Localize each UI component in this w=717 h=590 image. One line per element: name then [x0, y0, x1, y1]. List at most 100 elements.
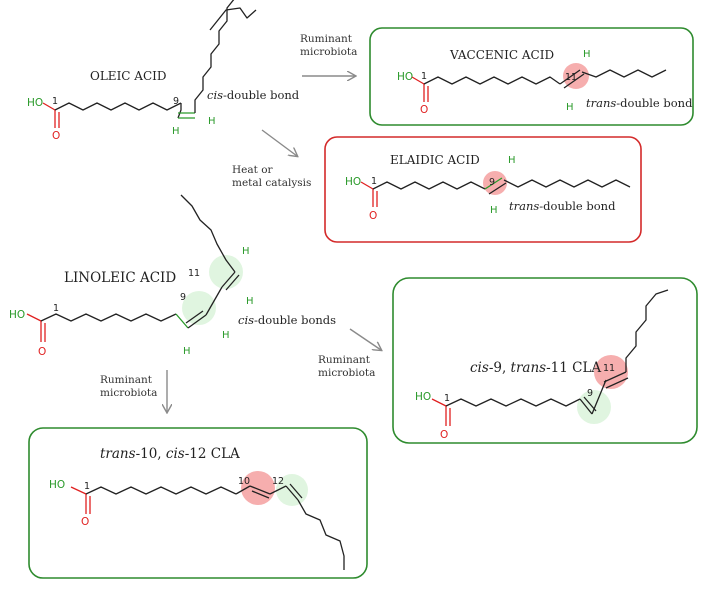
- vaccenic-h2-label: H: [566, 102, 574, 113]
- t10c12-title-p4: -12 CLA: [185, 446, 240, 462]
- vaccenic-bond-rest: -double bond: [616, 96, 693, 110]
- oleic-h2-label: H: [208, 116, 216, 127]
- c9t11-double-bond-11b: [605, 377, 629, 389]
- c9t11-c1-label: 1: [444, 393, 450, 404]
- elaidic-bond-italic: trans: [509, 199, 539, 213]
- linoleic-double-bond-9: [187, 314, 207, 329]
- arrow4-label-line2: microbiota: [100, 387, 157, 399]
- t10c12-cla-box: trans-10, cis-12 CLA HO 1 O 10 12: [28, 427, 368, 579]
- t10c12-title: trans-10, cis-12 CLA: [100, 446, 240, 462]
- elaidic-ho-label: HO: [345, 176, 361, 188]
- c9t11-double-bond-9: [579, 398, 593, 415]
- c9t11-c9-label: 9: [587, 388, 593, 399]
- t10c12-double-bond-12b: [289, 483, 303, 499]
- vaccenic-acid-box: VACCENIC ACID HO 1 O 11 H H trans-double…: [369, 27, 694, 126]
- arrow-heat-to-elaidic: Heat or metal catalysis: [232, 129, 311, 189]
- t10c12-double-bond-12: [285, 485, 299, 501]
- elaidic-o-label: O: [369, 210, 377, 222]
- c9t11-c11-label: 11: [603, 363, 615, 374]
- linoleic-h1-label: H: [242, 246, 250, 257]
- t10c12-double-bond-10: [249, 485, 271, 495]
- t10c12-title-p1: trans: [100, 446, 136, 462]
- linoleic-title: LINOLEIC ACID: [64, 270, 176, 286]
- c9t11-o-label: O: [440, 429, 448, 441]
- linoleic-chain-1: [40, 313, 177, 322]
- vaccenic-ho-label: HO: [397, 71, 413, 83]
- arrow4-label-line1: Ruminant: [100, 374, 153, 386]
- elaidic-c9-label: 9: [489, 177, 495, 188]
- c9t11-highlight-green: [577, 390, 611, 424]
- elaidic-bond-label: trans-double bond: [509, 199, 616, 213]
- linoleic-h2-label: H: [246, 296, 254, 307]
- arrow1-label-line2: microbiota: [300, 46, 357, 58]
- arrow-ruminant-to-t10c12: Ruminant microbiota: [100, 370, 167, 412]
- arrow2-label-line2: metal catalysis: [232, 177, 311, 189]
- arrow2-label-line1: Heat or: [232, 164, 274, 176]
- oleic-c9-label: 9: [173, 96, 179, 107]
- linoleic-c9-bond-link: [175, 313, 189, 329]
- linoleic-double-bond-12b: [225, 274, 240, 291]
- oleic-chain-1: [54, 102, 182, 111]
- elaidic-oh-bond: [360, 181, 374, 190]
- linoleic-h4-label: H: [222, 330, 230, 341]
- linoleic-c1-label: 1: [53, 303, 59, 314]
- vaccenic-o-label: O: [420, 104, 428, 116]
- c9t11-title: cis-9, trans-11 CLA: [470, 360, 601, 376]
- vaccenic-bond-label: trans-double bond: [586, 96, 693, 110]
- c9t11-highlight-red: [594, 355, 628, 389]
- linoleic-highlight-c9: [182, 291, 216, 325]
- oleic-bond-italic: cis: [207, 88, 223, 102]
- elaidic-acid-box: ELAIDIC ACID HO 1 O 9 H H trans-double b…: [324, 136, 642, 243]
- linoleic-oh-bond: [26, 313, 42, 322]
- t10c12-c1-label: 1: [84, 481, 90, 492]
- arrow-ruminant-to-c9t11: Ruminant microbiota: [318, 328, 381, 379]
- vaccenic-c11-label: 11: [565, 72, 577, 83]
- vaccenic-box-border: [369, 27, 694, 126]
- t10c12-double-bond-10b: [251, 490, 270, 499]
- t10c12-c12-label: 12: [272, 476, 284, 487]
- linoleic-h3-label: H: [183, 346, 191, 357]
- c9t11-link: [591, 379, 607, 415]
- linoleic-c9-label: 9: [180, 292, 186, 303]
- elaidic-c1-label: 1: [371, 176, 377, 187]
- elaidic-h1-label: H: [508, 155, 516, 166]
- oleic-acid-title: OLEIC ACID: [90, 69, 167, 83]
- c9t11-cla-box: cis-9, trans-11 CLA HO 1 O 9 11: [392, 277, 698, 444]
- t10c12-title-p2: -10,: [136, 446, 166, 462]
- linoleic-tail: [180, 194, 236, 273]
- t10c12-link-2: [269, 485, 287, 495]
- vaccenic-bond-italic: trans: [586, 96, 616, 110]
- t10c12-oh-bond: [70, 486, 87, 495]
- t10c12-link: [235, 485, 251, 495]
- c9t11-double-bond-11: [603, 371, 627, 383]
- c9t11-oh-bond: [431, 398, 447, 407]
- elaidic-box-border: [324, 136, 642, 243]
- linoleic-chain-2: [205, 286, 223, 316]
- oleic-tail: [209, 7, 257, 31]
- c9t11-tail: [625, 289, 669, 372]
- c9t11-title-p3: trans: [511, 360, 547, 376]
- t10c12-c10-label: 10: [238, 476, 250, 487]
- linoleic-acid-structure: LINOLEIC ACID HO 1 O 9 11 H H H H cis-do…: [9, 194, 336, 358]
- t10c12-highlight-green: [276, 474, 308, 506]
- t10c12-title-p3: cis: [166, 446, 185, 462]
- oleic-chain-bend: [177, 103, 182, 119]
- oleic-o-label: O: [52, 130, 60, 142]
- c9t11-title-p4: -11 CLA: [546, 360, 601, 376]
- arrow3-label-line2: microbiota: [318, 367, 375, 379]
- arrow-ruminant-to-vaccenic: Ruminant microbiota: [300, 33, 357, 76]
- vaccenic-c1-label: 1: [421, 71, 427, 82]
- elaidic-double-bond: [484, 177, 503, 190]
- c9t11-chain-1: [445, 398, 581, 407]
- t10c12-chain-1: [85, 486, 237, 495]
- vaccenic-oh-bond: [411, 76, 425, 85]
- arrow1-label-line1: Ruminant: [300, 33, 353, 45]
- vaccenic-double-bond: [559, 69, 581, 85]
- vaccenic-title: VACCENIC ACID: [449, 48, 554, 62]
- linoleic-double-bond-12: [221, 271, 236, 288]
- arrow3-label-line1: Ruminant: [318, 354, 371, 366]
- linoleic-ho-label: HO: [9, 309, 25, 321]
- elaidic-chain-1: [372, 181, 486, 190]
- vaccenic-chain-1: [423, 76, 561, 85]
